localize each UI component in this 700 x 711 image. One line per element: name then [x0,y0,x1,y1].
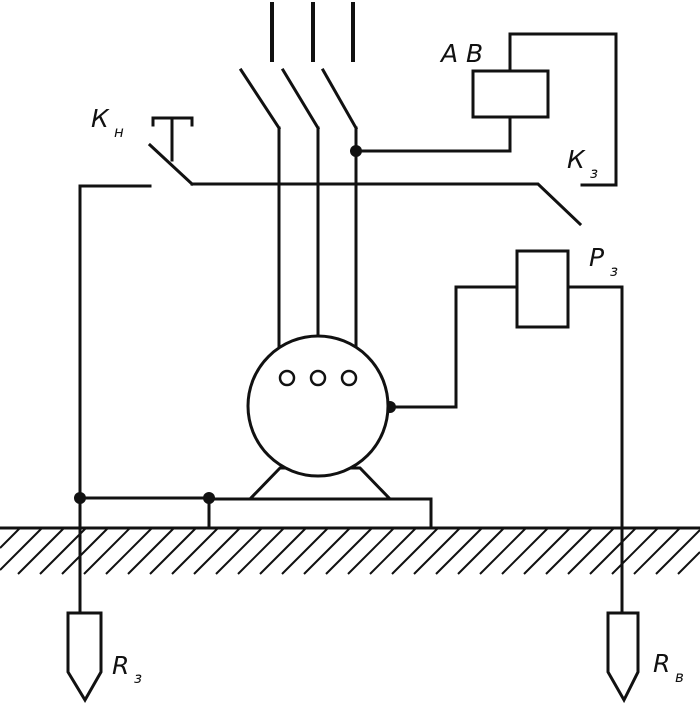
svg-text:н: н [114,123,124,141]
svg-text:в: в [675,668,684,686]
motor-terminal [309,369,327,387]
svg-text:К: К [567,145,586,174]
svg-text:R: R [653,649,670,678]
label-pz: Р з [589,243,618,280]
motor-base [207,497,433,530]
motor-terminal [278,369,296,387]
motor-terminal [340,369,358,387]
motor [207,334,433,530]
label-kn: К н [91,104,124,141]
ground-electrode-rv [606,611,640,704]
earth-ground [0,526,700,575]
motor-feed-wires [277,126,358,368]
breaker-coil-circuit [350,32,618,187]
junction-dot [350,145,362,157]
ground-electrode-rz [66,496,103,703]
ground-connection [74,492,215,530]
svg-text:з: з [134,669,142,687]
motor-housing [246,334,390,478]
svg-text:з: з [610,262,618,280]
label-rz: R з [112,651,142,687]
svg-text:А В: А В [439,39,483,68]
svg-text:К: К [91,104,110,133]
breaker-contacts [238,67,359,131]
supply-lines [270,2,355,62]
push-button-kn [147,116,195,187]
control-wiring [78,182,583,500]
svg-text:R: R [112,651,129,680]
relay-pz-circuit [384,249,624,615]
breaker-trip-coil [471,69,550,119]
label-av: А В [439,39,483,68]
label-rv: R в [653,649,684,686]
svg-text:Р: Р [589,243,605,272]
junction-dot [203,492,215,504]
label-kz: К з [567,145,598,182]
svg-text:з: з [590,164,598,182]
relay-coil [515,249,570,329]
